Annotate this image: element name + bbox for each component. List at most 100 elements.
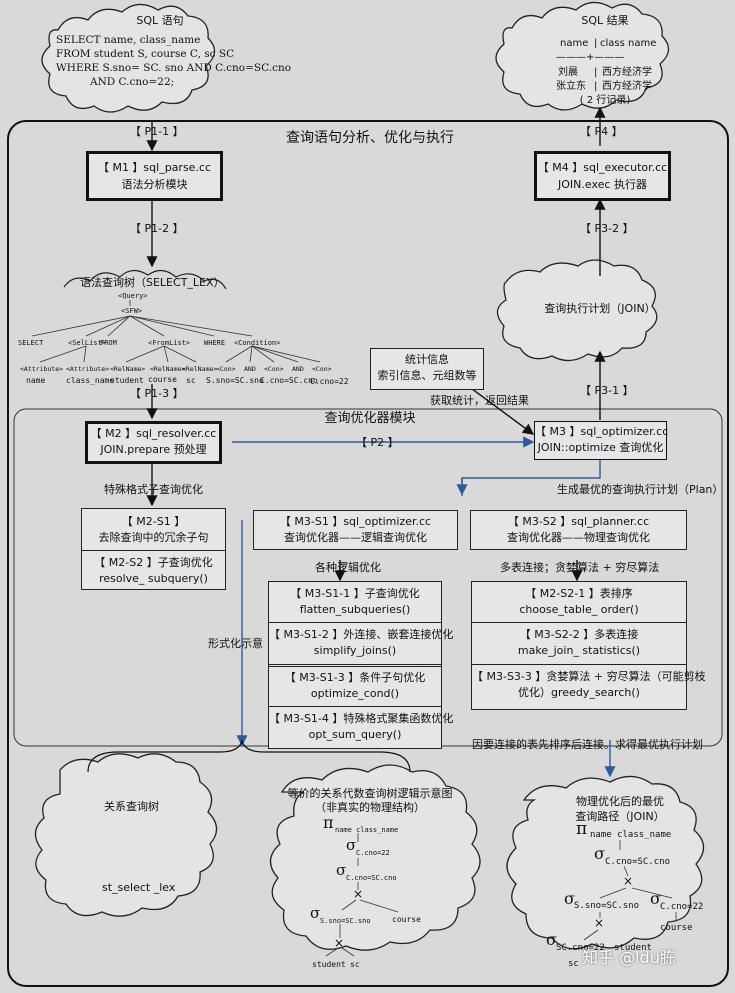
m3s1-4-title: 【 M3-S1-4 】特殊格式聚集函数优化 (269, 712, 454, 725)
label-p2: 【 P2 】 (356, 436, 399, 449)
m2-title: 【 M2 】sql_resolver.cc (90, 427, 217, 440)
pt-leaf-student: student (110, 376, 144, 385)
m3s2-1-title: 【 M2-S2-1 】表排序 (525, 587, 633, 600)
m3s2-2-fn: make_join_ statistics() (517, 644, 641, 657)
m2-sub-box: 【 M2-S1 】 去除查询中的冗余子句 【 M2-S2 】子查询优化 reso… (81, 508, 226, 590)
phys-course: course (660, 923, 693, 933)
m3-title: 【 M3 】sql_optimizer.cc (535, 425, 669, 438)
label-logic-types: 各种逻辑优化 (315, 561, 381, 574)
m4-title: 【 M4 】sql_executor.cc (537, 161, 668, 174)
label-p3-2: 【 P3-2 】 (580, 222, 634, 235)
m4-desc: JOIN.exec 执行器 (558, 178, 647, 191)
pt-query: <Query> (118, 292, 148, 300)
phys-tree-cloud (506, 775, 705, 950)
m3-sql-optimizer-box: 【 M3 】sql_optimizer.cc JOIN::optimize 查询… (534, 421, 669, 460)
pt-con1: <Con> (216, 365, 236, 373)
outer-frame-title: 查询语句分析、优化与执行 (286, 130, 454, 146)
exec-plan-label: 查询执行计划（JOIN） (544, 302, 656, 315)
pt-and2: AND (292, 365, 304, 373)
logic-sigma-2-icon: σ (336, 861, 347, 879)
pt-relname2: <RelName> (150, 365, 186, 373)
result-footer: ( 2 行记录) (579, 95, 631, 106)
result-header-name: name (560, 38, 589, 49)
pt-relname1: <RelName> (110, 365, 146, 373)
phys-sig-4: SC.cno=22 (556, 943, 605, 953)
phys-tree-title-1: 物理优化后的最优 (576, 795, 664, 808)
result-divider: ———+——— (556, 52, 625, 63)
result-header-class: class name (600, 38, 657, 49)
m2s1-title: 【 M2-S1 】 (121, 515, 186, 528)
pt-sellist: <SelList> (68, 339, 106, 347)
logic-join-icon-2: × (334, 936, 345, 950)
pt-from: FROM (100, 339, 117, 347)
m3-desc: JOIN::optimize 查询优化 (537, 441, 664, 454)
label-p3-1: 【 P3-1 】 (580, 384, 634, 397)
m3s1-3-fn: optimize_cond() (310, 687, 400, 700)
phys-sig-1: C.cno=SC.cno (605, 857, 671, 867)
m3s2-header-box: 【 M3-S2 】sql_planner.cc 查询优化器——物理查询优化 (470, 510, 687, 550)
watermark-text: 知乎 @ldu胨 (582, 948, 676, 967)
pt-sfw: <SFW> (121, 307, 143, 315)
result-row-2-name: 张立东 (556, 81, 586, 92)
pt-leaf-name: name (26, 376, 46, 385)
label-multi-join: 多表连接；贪婪算法 + 穷尽算法 (500, 561, 660, 574)
sql-line-1: SELECT name, class_name (56, 34, 201, 46)
stats-title: 统计信息 (405, 353, 449, 366)
phys-sig-2: S.sno=SC.sno (574, 901, 640, 911)
logic-sig-2: C.cno=SC.cno (346, 874, 397, 882)
phys-sigma-2-icon: σ (564, 889, 575, 908)
pt-relname3: <RelName> (182, 365, 218, 373)
m3s1-1-title: 【 M3-S1-1 】子查询优化 (290, 587, 420, 600)
phys-sigma-1-icon: σ (594, 844, 605, 863)
m2-sql-resolver-box: 【 M2 】sql_resolver.cc JOIN.prepare 预处理 (85, 421, 222, 464)
m3s1-header-box: 【 M3-S1 】sql_optimizer.cc 查询优化器——逻辑查询优化 (253, 510, 458, 550)
pt-leaf-c2: C.cno=SC.cno (260, 376, 318, 385)
phys-sc: sc (568, 959, 579, 969)
logic-pi-icon: π (323, 813, 334, 832)
parse-tree-cloud-edge (63, 269, 227, 290)
phys-pi-sub: name class_name (590, 830, 672, 840)
logic-sc: sc (350, 960, 360, 969)
pt-con2: <Con> (264, 365, 284, 373)
label-p1-3: 【 P1-3 】 (130, 387, 184, 400)
m3s1-items-box: 【 M3-S1-1 】子查询优化 flatten_subqueries() 【 … (268, 581, 454, 749)
pt-leaf-c3: C.cno=22 (310, 377, 349, 386)
label-p1-2: 【 P1-2 】 (130, 222, 184, 235)
pt-leaf-class: class_name (66, 376, 115, 385)
m3s2-desc: 查询优化器——物理查询优化 (507, 531, 650, 544)
sql-line-4: AND C.cno=22; (90, 76, 175, 88)
phys-join-icon-2: × (594, 916, 605, 930)
sql-line-2: FROM student S, course C, sc SC (56, 48, 235, 60)
phys-tree-title-2: 查询路径（JOIN） (575, 810, 665, 823)
m3s1-2-fn: simplify_joins() (313, 644, 397, 657)
pt-where: WHERE (204, 339, 226, 347)
logic-tree-title-1: 等价的关系代数查询树逻辑示意图 (287, 787, 453, 800)
parse-tree-title: 语法查询树（SELECT_LEX） (80, 276, 225, 289)
logic-sigma-1-icon: σ (346, 836, 357, 854)
m1-desc: 语法分析模块 (121, 178, 188, 191)
logic-student: student (312, 960, 346, 969)
rel-tree-text: st_select _lex (102, 881, 176, 894)
label-gen-plan: 生成最优的查询执行计划（Plan） (557, 483, 724, 496)
label-stats-return: 获取统计，返回结果 (430, 394, 529, 407)
exec-plan-cloud (496, 259, 658, 362)
m2-desc: JOIN.prepare 预处理 (100, 443, 207, 456)
pt-leaf-sc: sc (186, 376, 196, 385)
sql-query-title: SQL 语句 (136, 14, 184, 27)
m2s1-desc: 去除查询中的冗余子句 (98, 531, 209, 544)
m3s1-4-fn: opt_sum_query() (308, 728, 402, 741)
m3s2-items-box: 【 M2-S2-1 】表排序 choose_table_ order() 【 M… (471, 581, 706, 710)
pt-con3: <Con> (312, 365, 332, 373)
result-row-2-class: 西方经济学 (602, 81, 652, 92)
logic-sigma-3-icon: σ (310, 904, 321, 922)
m3s2-2-title: 【 M3-S2-2 】多表连接 (519, 628, 639, 641)
pt-and1: AND (244, 365, 256, 373)
sql-result-title: SQL 结果 (581, 14, 629, 27)
m2s2-title: 【 M2-S2 】子查询优化 (94, 556, 213, 569)
logic-join-icon-1: × (353, 887, 364, 901)
logic-tree-cloud (269, 764, 481, 951)
label-special-format: 特殊格式子查询优化 (104, 483, 203, 496)
logic-sig-3: S.sno=SC.sno (320, 917, 371, 925)
